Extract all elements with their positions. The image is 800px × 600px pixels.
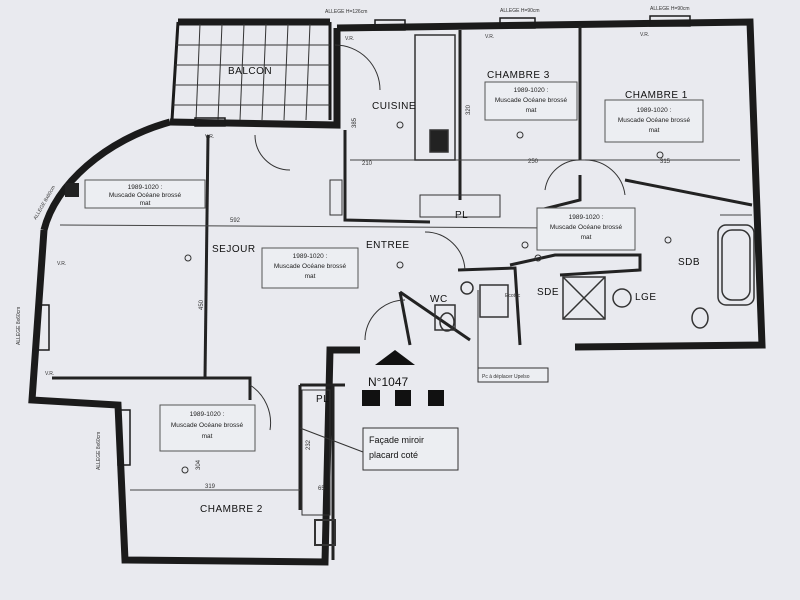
dimension-placard-2: 65 bbox=[318, 486, 325, 492]
note-line-1: 1989-1020 : bbox=[128, 184, 163, 191]
dimension-sejour-height: 450 bbox=[199, 299, 205, 310]
allege-label: ALLEGE H=90cm bbox=[500, 8, 540, 14]
dimension-cuisine-width: 210 bbox=[362, 161, 373, 167]
thin-lines bbox=[59, 159, 752, 491]
note-line-2: Muscade Océane brossé bbox=[618, 117, 691, 124]
vr-label: V.R. bbox=[345, 36, 354, 42]
note-line-3: mat bbox=[305, 273, 316, 280]
dimension-chambre3-width: 250 bbox=[528, 159, 539, 165]
note-line-1: 1989-1020 : bbox=[190, 411, 225, 418]
dimension-chambre1-width: 315 bbox=[660, 159, 671, 165]
room-label-pl-entree: PL bbox=[455, 210, 468, 221]
finish-note-sejour: 1989-1020 : Muscade Océane brossé mat bbox=[84, 179, 206, 209]
note-line-3: mat bbox=[526, 107, 537, 114]
placard-entree bbox=[419, 194, 501, 218]
note-line-3: mat bbox=[140, 200, 151, 207]
balcony-tiles bbox=[173, 23, 330, 121]
interior-walls bbox=[52, 26, 753, 560]
vr-label: V.R. bbox=[57, 261, 66, 267]
room-label-lge: LGE bbox=[635, 292, 657, 303]
door-swings bbox=[249, 44, 626, 431]
lot-number: N°1047 bbox=[368, 375, 408, 389]
room-label-entree: ENTREE bbox=[366, 240, 410, 251]
dimension-sejour-width: 592 bbox=[230, 218, 241, 224]
finish-note-chambre2: 1989-1020 : Muscade Océane brossé mat bbox=[159, 404, 256, 452]
note-line-2: Muscade Océane brossé bbox=[171, 422, 244, 429]
kitchen-counter bbox=[414, 34, 456, 161]
vr-label: V.R. bbox=[640, 32, 649, 38]
note-line-3: mat bbox=[581, 234, 592, 241]
allege-label: ALLEGE H=126cm bbox=[325, 9, 367, 15]
dimension-chambre2-width: 319 bbox=[205, 484, 216, 490]
allege-label: ALLEGE 8x60cm bbox=[16, 307, 22, 345]
note-line-1: 1989-1020 : bbox=[569, 214, 604, 221]
room-label-pl-chambre2: PL bbox=[316, 394, 329, 405]
finish-note-entree: 1989-1020 : Muscade Océane brossé mat bbox=[261, 247, 359, 289]
room-label-sejour: SEJOUR bbox=[212, 244, 256, 255]
callout-pc: Pc à déplacer Upelso bbox=[477, 290, 549, 383]
room-label-chambre-2: CHAMBRE 2 bbox=[200, 504, 263, 515]
note-line-2: Muscade Océane brossé bbox=[550, 224, 623, 231]
placard-sejour bbox=[329, 179, 343, 216]
ecotec-label: Ecotec bbox=[505, 293, 521, 299]
room-label-chambre-3: CHAMBRE 3 bbox=[487, 70, 550, 81]
callout-mirror: Façade miroir placard coté bbox=[299, 427, 459, 471]
exterior-walls bbox=[28, 18, 766, 566]
allege-label: ALLEGE 8x60cm bbox=[96, 432, 102, 470]
placard-chambre2 bbox=[301, 389, 331, 516]
note-line-1: 1989-1020 : bbox=[637, 107, 672, 114]
room-label-sdb: SDB bbox=[678, 257, 700, 268]
wc-fixtures bbox=[434, 284, 509, 331]
note-line-3: mat bbox=[202, 433, 213, 440]
room-label-chambre-1: CHAMBRE 1 bbox=[625, 90, 688, 101]
mirror-note-line-1: Façade miroir bbox=[369, 435, 424, 445]
heater-block bbox=[65, 183, 79, 197]
bathtub bbox=[717, 224, 755, 306]
note-line-3: mat bbox=[649, 127, 660, 134]
stamp-box bbox=[362, 390, 380, 406]
stamp-box bbox=[428, 390, 444, 406]
room-label-balcon: BALCON bbox=[228, 66, 272, 77]
dimension-cuisine-height: 385 bbox=[352, 117, 358, 128]
room-label-cuisine: CUISINE bbox=[372, 101, 416, 112]
dimension-chambre2-height: 304 bbox=[196, 459, 202, 470]
windows bbox=[36, 15, 691, 466]
stair-box bbox=[314, 519, 336, 546]
note-line-2: Muscade Océane brossé bbox=[495, 97, 568, 104]
vr-label: V.R. bbox=[205, 134, 214, 140]
stamp-box bbox=[395, 390, 411, 406]
note-line-2: Muscade Océane brossé bbox=[274, 263, 347, 270]
note-line-2: Muscade Océane brossé bbox=[109, 192, 182, 199]
shower bbox=[562, 276, 606, 320]
finish-note-chambre1: 1989-1020 : Muscade Océane brossé mat bbox=[604, 99, 704, 143]
outlet-symbols bbox=[181, 121, 672, 474]
north-arrow-icon bbox=[375, 350, 415, 365]
vr-label: V.R. bbox=[45, 371, 54, 377]
pc-note: Pc à déplacer Upelso bbox=[482, 374, 530, 380]
note-line-1: 1989-1020 : bbox=[293, 253, 328, 260]
note-line-1: 1989-1020 : bbox=[514, 87, 549, 94]
balcony-outline bbox=[170, 21, 332, 121]
finish-note-degagement: 1989-1020 : Muscade Océane brossé mat bbox=[536, 207, 636, 251]
dimension-placard: 232 bbox=[306, 439, 312, 450]
room-label-wc: WC bbox=[430, 294, 448, 305]
allege-label: ALLEGE H=90cm bbox=[650, 6, 690, 12]
dimension-chambre3-height: 320 bbox=[466, 104, 472, 115]
sinks bbox=[439, 281, 709, 332]
room-label-sde: SDE bbox=[537, 287, 559, 298]
vr-label: V.R. bbox=[485, 34, 494, 40]
mirror-note-line-2: placard coté bbox=[369, 450, 418, 460]
finish-note-chambre3: 1989-1020 : Muscade Océane brossé mat bbox=[484, 81, 578, 121]
